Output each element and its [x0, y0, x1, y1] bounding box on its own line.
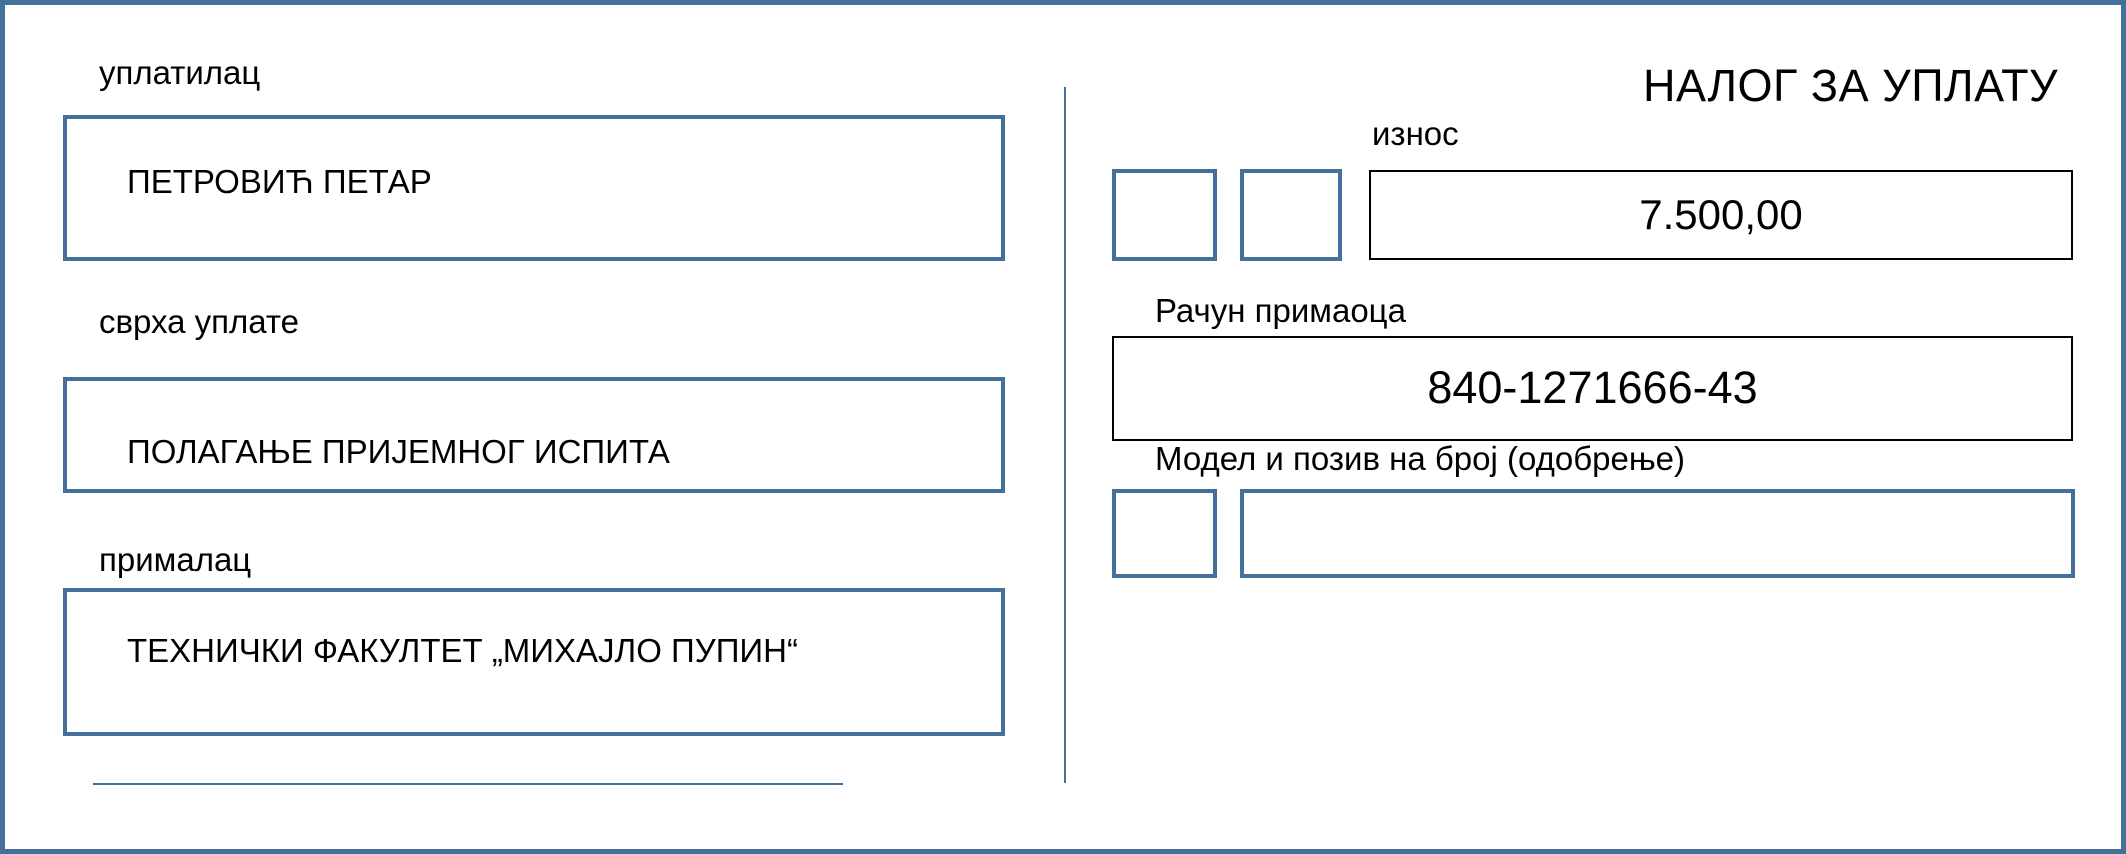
recipient-field[interactable]: ТЕХНИЧКИ ФАКУЛТЕТ „МИХАЈЛО ПУПИН“ [63, 588, 1005, 736]
payer-value: ПЕТРОВИЋ ПЕТАР [127, 163, 432, 200]
payer-label: уплатилац [99, 54, 261, 91]
purpose-label: сврха уплате [99, 303, 300, 340]
reference-model-field[interactable] [1112, 489, 1217, 578]
recipient-value: ТЕХНИЧКИ ФАКУЛТЕТ „МИХАЈЛО ПУПИН“ [127, 632, 798, 669]
signature-line [93, 783, 843, 785]
purpose-value: ПОЛАГАЊЕ ПРИЈЕМНОГ ИСПИТА [127, 433, 670, 470]
reference-number-field[interactable] [1240, 489, 2075, 578]
amount-value: 7.500,00 [1639, 191, 1803, 238]
column-divider [1064, 87, 1066, 783]
amount-label: износ [1372, 115, 1459, 152]
currency-field[interactable] [1240, 169, 1342, 261]
recipient-label: прималац [99, 541, 252, 578]
amount-field[interactable]: 7.500,00 [1369, 170, 2073, 260]
payer-field[interactable]: ПЕТРОВИЋ ПЕТАР [63, 115, 1005, 261]
document-title: НАЛОГ ЗА УПЛАТУ [1643, 60, 2059, 111]
reference-label: Модел и позив на број (одобрење) [1155, 440, 1685, 477]
recipient-account-value: 840-1271666-43 [1427, 362, 1758, 413]
purpose-field[interactable]: ПОЛАГАЊЕ ПРИЈЕМНОГ ИСПИТА [63, 377, 1005, 493]
recipient-account-field[interactable]: 840-1271666-43 [1112, 336, 2073, 441]
payment-code-field[interactable] [1112, 169, 1217, 261]
recipient-account-label: Рачун примаоца [1155, 292, 1406, 329]
